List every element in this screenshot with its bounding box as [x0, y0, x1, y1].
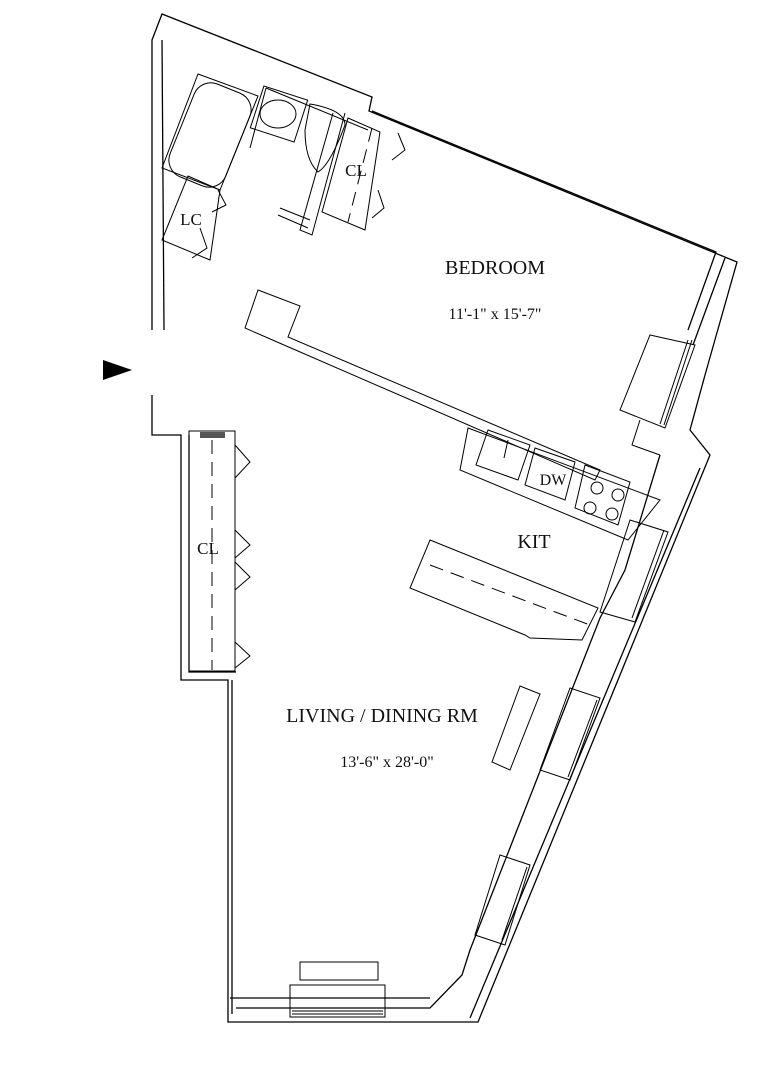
interior-walls [244, 87, 661, 481]
entry-arrow-icon [103, 360, 132, 380]
stove-icon [574, 464, 631, 526]
living-closet-label: CL [197, 539, 219, 558]
dishwasher-label: DW [540, 472, 568, 489]
exterior-walls [151, 13, 738, 1023]
dishwasher-icon [524, 447, 576, 501]
kitchen-label: KIT [517, 531, 550, 553]
living-dimensions: 13'-6" x 28'-0" [340, 754, 433, 771]
living-label: LIVING / DINING RM [286, 705, 478, 727]
kitchen [299, 427, 661, 981]
bedroom-label: BEDROOM [445, 257, 545, 279]
toilet-icon [304, 103, 346, 173]
bedroom-dimensions: 11'-1" x 15'-7" [449, 306, 542, 323]
bedroom-closet-label: CL [345, 161, 367, 180]
windows [289, 334, 696, 1018]
kitchen-island [409, 539, 599, 641]
sink-icon [249, 85, 309, 143]
closets [161, 117, 406, 672]
sink-icon [475, 429, 531, 481]
linen-closet-label: LC [180, 210, 202, 229]
